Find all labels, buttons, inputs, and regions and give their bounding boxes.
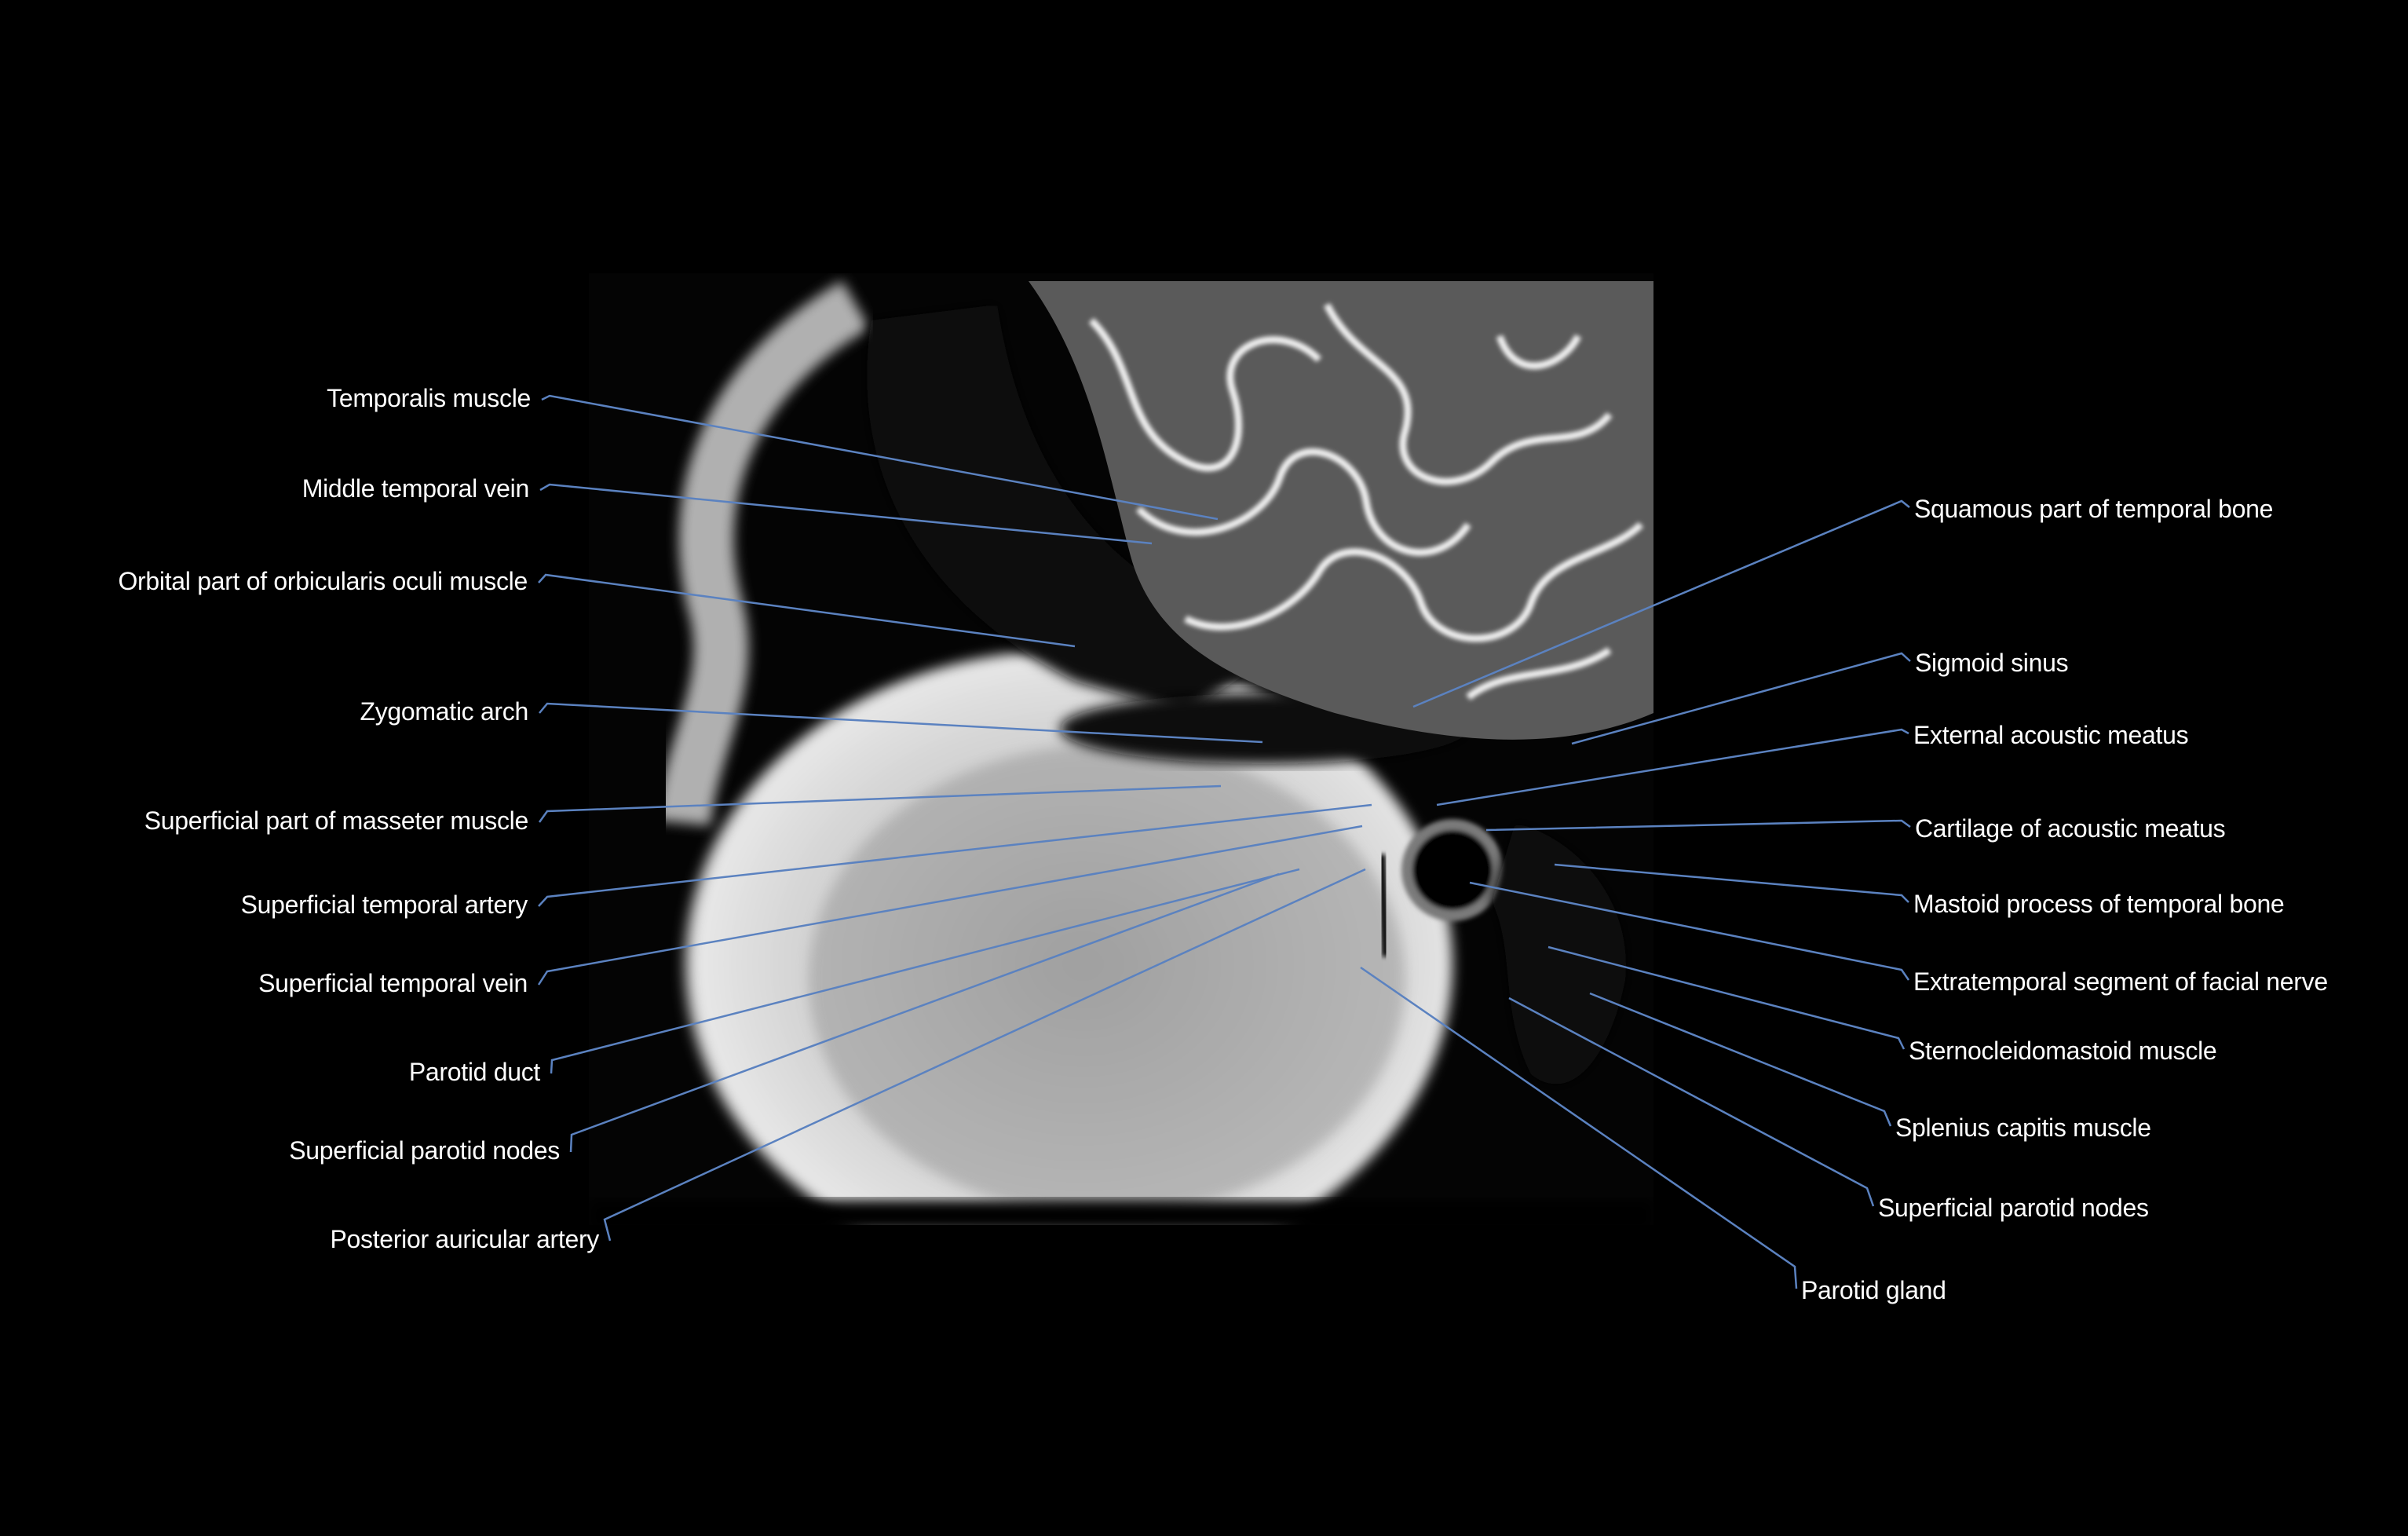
label-right-external-acoustic-meatus: External acoustic meatus	[1913, 721, 2189, 749]
label-right-mastoid-process-of-temporal-bone: Mastoid process of temporal bone	[1913, 890, 2285, 918]
label-left-posterior-auricular-artery: Posterior auricular artery	[330, 1225, 599, 1253]
label-left-superficial-parotid-nodes: Superficial parotid nodes	[289, 1136, 560, 1165]
label-left-superficial-temporal-vein: Superficial temporal vein	[258, 969, 528, 997]
label-left-middle-temporal-vein: Middle temporal vein	[301, 474, 530, 503]
mri-slice-graphic	[589, 273, 1653, 1225]
label-right-superficial-parotid-nodes: Superficial parotid nodes	[1878, 1194, 2149, 1222]
label-right-sternocleidomastoid-muscle: Sternocleidomastoid muscle	[1909, 1037, 2217, 1065]
label-right-sigmoid-sinus: Sigmoid sinus	[1915, 649, 2069, 677]
label-right-squamous-part-of-temporal-bone: Squamous part of temporal bone	[1914, 495, 2274, 523]
label-right-splenius-capitis-muscle: Splenius capitis muscle	[1895, 1114, 2151, 1142]
label-left-orbital-part-of-orbicularis-oculi-muscle: Orbital part of orbicularis oculi muscle	[118, 567, 528, 595]
label-left-zygomatic-arch: Zygomatic arch	[360, 697, 528, 726]
label-left-superficial-part-of-masseter-muscle: Superficial part of masseter muscle	[144, 806, 529, 835]
label-right-parotid-gland: Parotid gland	[1801, 1276, 1946, 1304]
label-right-cartilage-of-acoustic-meatus: Cartilage of acoustic meatus	[1915, 814, 2226, 843]
mri-image	[589, 273, 1653, 1225]
label-right-extratemporal-segment-of-facial-nerve: Extratemporal segment of facial nerve	[1913, 967, 2328, 996]
label-left-temporalis-muscle: Temporalis muscle	[327, 384, 531, 412]
label-left-parotid-duct: Parotid duct	[408, 1058, 540, 1086]
label-left-superficial-temporal-artery: Superficial temporal artery	[240, 891, 528, 919]
